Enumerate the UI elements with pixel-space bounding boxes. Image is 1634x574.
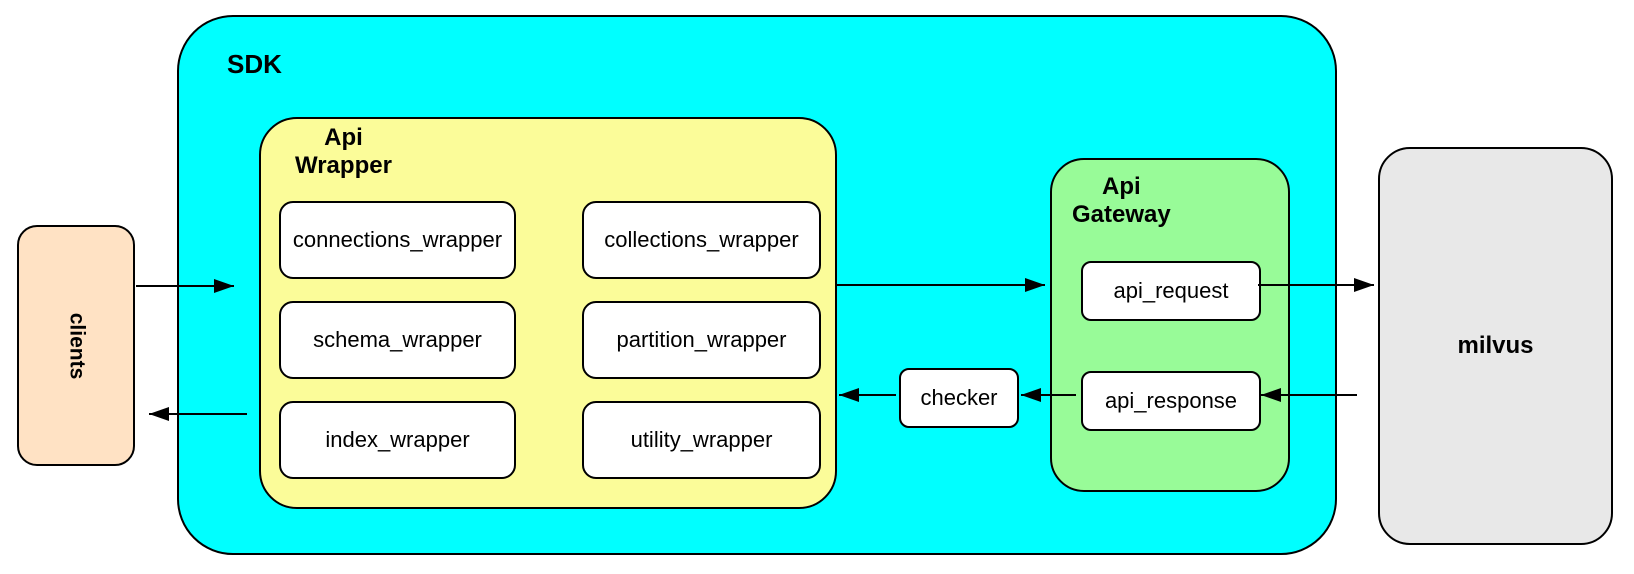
sdk-container: SDK Api Wrapper connections_wrapper coll… — [177, 15, 1337, 555]
clients-node: clients — [17, 225, 135, 466]
partition-wrapper-label: partition_wrapper — [616, 327, 787, 352]
api-request-node: api_request — [1081, 261, 1261, 321]
checker-label: checker — [920, 385, 998, 410]
utility-wrapper-label: utility_wrapper — [630, 427, 773, 452]
connections-wrapper-node: connections_wrapper — [279, 201, 516, 279]
partition-wrapper-node: partition_wrapper — [582, 301, 821, 379]
sdk-label: SDK — [227, 49, 282, 79]
schema-wrapper-label: schema_wrapper — [313, 327, 482, 352]
milvus-node: milvus — [1378, 147, 1613, 545]
api-wrapper-group: Api Wrapper connections_wrapper collecti… — [259, 117, 837, 509]
index-wrapper-node: index_wrapper — [279, 401, 516, 479]
schema-wrapper-node: schema_wrapper — [279, 301, 516, 379]
milvus-label: milvus — [1457, 332, 1534, 359]
api-wrapper-label: Api Wrapper — [295, 124, 392, 179]
utility-wrapper-node: utility_wrapper — [582, 401, 821, 479]
api-request-label: api_request — [1113, 278, 1229, 303]
index-wrapper-label: index_wrapper — [325, 427, 470, 452]
clients-label: clients — [65, 312, 88, 379]
api-gateway-label: Api Gateway — [1072, 173, 1171, 228]
api-response-label: api_response — [1104, 388, 1238, 413]
collections-wrapper-label: collections_wrapper — [604, 227, 799, 252]
checker-node: checker — [899, 368, 1019, 428]
api-response-node: api_response — [1081, 371, 1261, 431]
collections-wrapper-node: collections_wrapper — [582, 201, 821, 279]
api-gateway-group: Api Gateway api_request api_response — [1050, 158, 1290, 492]
connections-wrapper-label: connections_wrapper — [292, 227, 503, 252]
